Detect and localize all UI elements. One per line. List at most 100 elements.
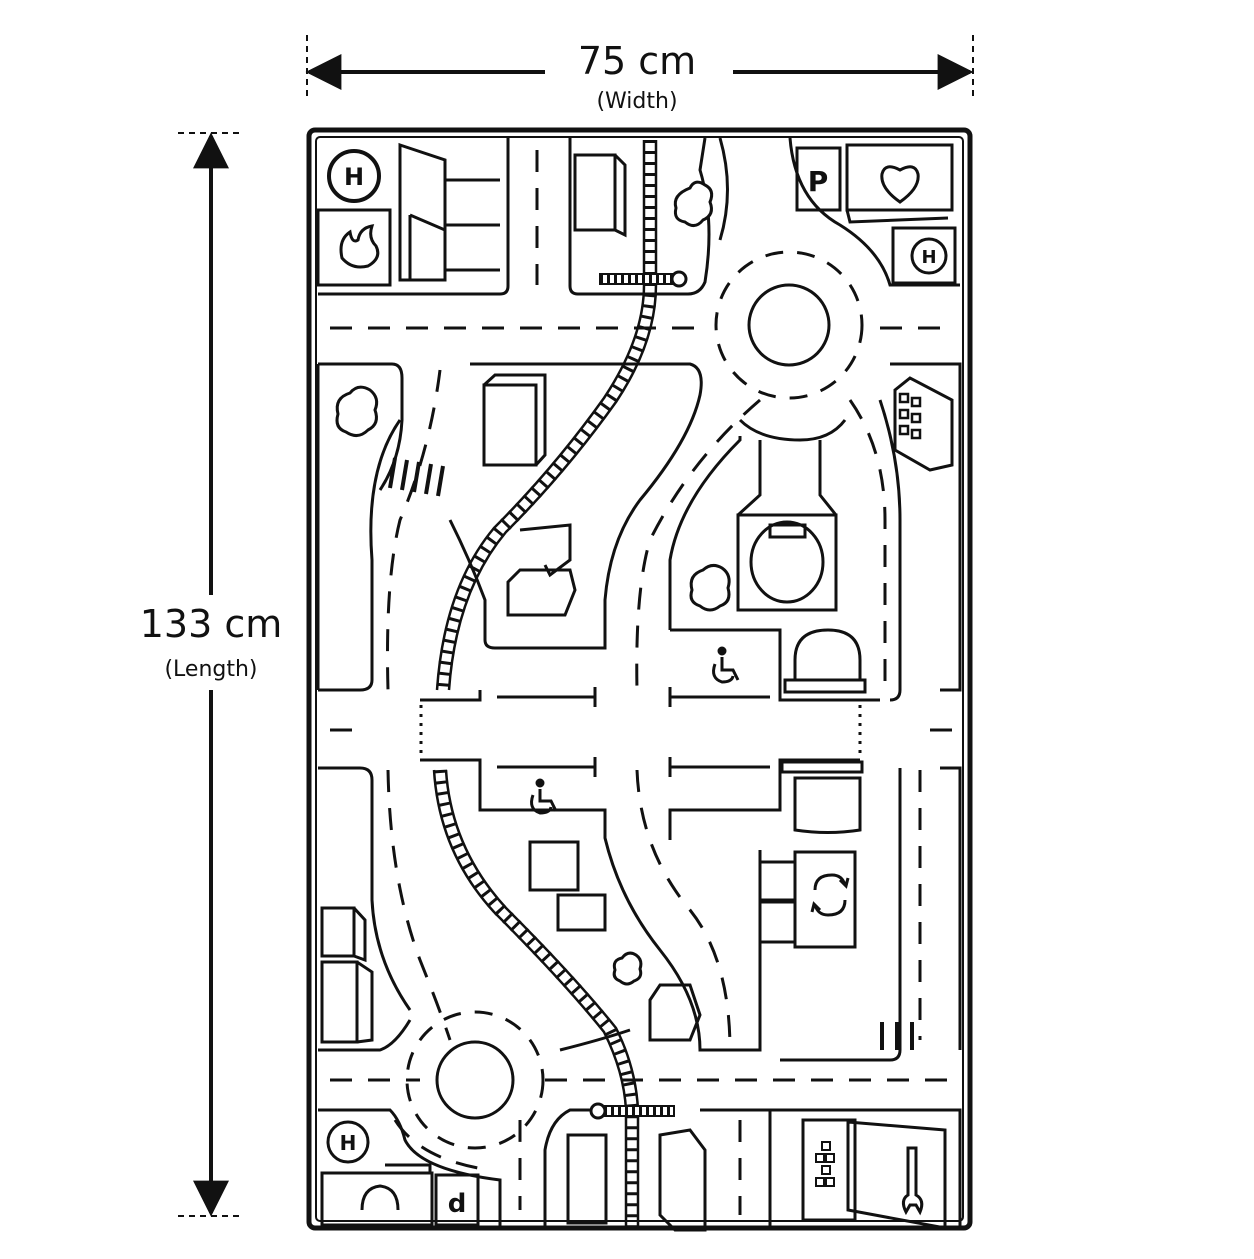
crosswalk-top-left — [388, 457, 445, 497]
block-center-lower-edge — [420, 758, 762, 1052]
width-value: 75 cm — [578, 39, 696, 83]
lane-center-lower — [635, 769, 732, 1051]
crosswalk-stripe — [400, 459, 409, 491]
trees — [335, 180, 731, 986]
roundabout-top-island — [747, 283, 831, 367]
rail-ties-lower — [433, 769, 639, 1228]
clinic-building — [845, 143, 954, 212]
roundabout-bottom-island — [435, 1040, 515, 1120]
length-caption: (Length) — [164, 657, 257, 682]
parking-icon: P — [808, 165, 829, 198]
building-icon — [780, 760, 864, 774]
domed-building-top — [768, 523, 807, 539]
building-icon — [408, 213, 446, 280]
road-top-center-curve — [718, 137, 729, 241]
block-top-left-edge — [318, 138, 510, 296]
roundabout-bottom-lane — [405, 1010, 545, 1150]
block-left-mid-edge — [318, 362, 404, 491]
building-icon — [482, 383, 538, 467]
mat-outer-border — [306, 127, 973, 1231]
left-road-lower — [318, 766, 412, 1011]
block-center-lower-right — [668, 758, 860, 840]
domed-building — [736, 513, 838, 612]
tree-icon — [689, 563, 731, 612]
mid-left-corner — [420, 690, 482, 702]
tree-icon — [673, 180, 714, 227]
garage-door-icon — [360, 1184, 400, 1211]
building-icon — [519, 523, 572, 578]
recycling-center — [793, 850, 857, 949]
lane-left-lower — [386, 769, 452, 1041]
rail-ties-upper — [436, 140, 657, 691]
railway-track-icon — [432, 140, 658, 1228]
hospital-letter-bottom-left: H — [340, 1131, 357, 1155]
block-center-right-edge — [668, 436, 742, 630]
recycling-bin — [758, 860, 797, 902]
buildings — [316, 142, 957, 1232]
shop-letter: d — [448, 1189, 467, 1219]
mat-inner-border — [315, 136, 964, 1222]
wheelchair-icon — [712, 646, 740, 684]
garage-building — [320, 1171, 434, 1227]
building-icon — [398, 142, 447, 282]
domed-building-roof — [736, 440, 838, 517]
road-right-lane — [878, 399, 902, 702]
building-icon — [566, 1133, 608, 1225]
width-caption: (Width) — [596, 89, 677, 114]
building-icon — [482, 373, 547, 467]
office-building — [893, 376, 954, 472]
building-icon — [385, 1163, 432, 1173]
block-right-upper — [890, 362, 962, 692]
lane-left-upper — [386, 369, 442, 691]
width-dimension: 75 cm (Width) — [305, 35, 974, 114]
left-road-outer — [318, 419, 402, 692]
arch-building — [793, 628, 862, 682]
recycle-icon — [810, 873, 850, 917]
road-right-lower — [780, 768, 902, 1062]
building-icon — [845, 209, 949, 224]
roundabout-top — [714, 250, 864, 400]
building-icon — [356, 960, 374, 1044]
hopscotch-icon — [815, 1141, 835, 1187]
lane-center-upper — [635, 398, 761, 691]
fire-station-icon — [339, 224, 380, 269]
arch-building-base — [783, 678, 867, 694]
building-icon — [793, 776, 862, 834]
building-icon — [506, 568, 577, 617]
block-center-right-bottom — [670, 628, 880, 702]
building-icon — [352, 906, 367, 963]
hospital-letter-top-right: H — [921, 247, 936, 268]
hospital-icon: H — [910, 237, 948, 275]
lane-markings — [330, 150, 955, 1215]
crosswalk-stripe — [388, 457, 397, 489]
rail-lower-right — [444, 769, 640, 1228]
rail-lower-left — [432, 769, 628, 1228]
bottom-center-block-right — [700, 1108, 772, 1228]
roundabout-bottom — [405, 1010, 545, 1150]
workshop-building — [846, 1120, 947, 1230]
recycling-bin — [758, 900, 797, 944]
building-icon — [898, 392, 922, 440]
lane-bottom-left-curve — [393, 1119, 491, 1172]
level-crossing-bottom — [589, 1102, 675, 1120]
bottom-left-block-top — [318, 1019, 412, 1052]
fire-station-building — [316, 208, 392, 287]
building-icon — [573, 153, 617, 232]
crosswalk-stripe — [436, 465, 445, 497]
bottom-right-block — [770, 1108, 962, 1228]
bottom-curve-connector — [559, 1028, 631, 1052]
building-icon — [445, 178, 500, 272]
hospital-icon: H — [326, 1120, 370, 1164]
length-value: 133 cm — [140, 602, 283, 646]
length-dimension: 133 cm (Length) — [140, 132, 283, 1217]
domed-building-dome — [749, 520, 825, 604]
roundabout-top-lane — [714, 250, 864, 400]
shop-building — [528, 840, 580, 892]
building-icon — [658, 1128, 707, 1232]
stop-lines — [419, 705, 862, 755]
rail-upper-left — [435, 140, 646, 691]
hospital-letter-top-left: H — [344, 163, 364, 191]
wrench-icon — [901, 1146, 924, 1216]
bottom-center-block-left — [543, 1108, 605, 1228]
